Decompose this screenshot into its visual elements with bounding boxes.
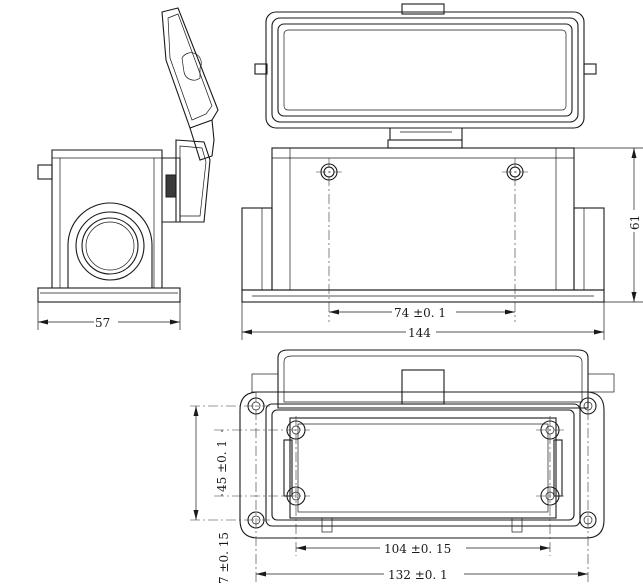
front-view xyxy=(241,3,605,322)
dimension-bottom-inner-height: 45 ±0. 1 xyxy=(212,430,230,496)
side-view xyxy=(37,7,219,303)
dim-front-width-label: 144 xyxy=(408,326,431,340)
bottom-view xyxy=(190,349,615,584)
dimension-side-width: 57 xyxy=(37,302,181,330)
dimension-bottom-partial: 7 ±0. 15 xyxy=(193,406,231,584)
dimension-bottom-outer-width: 132 ±0. 1 xyxy=(256,567,588,582)
dim-hole-spacing-label: 74 ±0. 1 xyxy=(394,306,446,320)
dim-outer-width-label: 132 ±0. 1 xyxy=(388,568,448,582)
dimension-front-height: 61 xyxy=(574,147,643,303)
dim-side-width-label: 57 xyxy=(95,316,110,330)
dim-front-height-label: 61 xyxy=(628,215,642,230)
dim-partial-label: 7 ±0. 15 xyxy=(217,532,231,584)
dim-inner-height-label: 45 ±0. 1 xyxy=(215,440,229,492)
dimension-bottom-inner-width: 104 ±0. 15 xyxy=(296,541,550,556)
dimension-front-hole-spacing: 74 ±0. 1 xyxy=(329,305,515,320)
dim-inner-width-label: 104 ±0. 15 xyxy=(384,542,451,556)
dimension-front-width: 144 xyxy=(241,302,605,340)
